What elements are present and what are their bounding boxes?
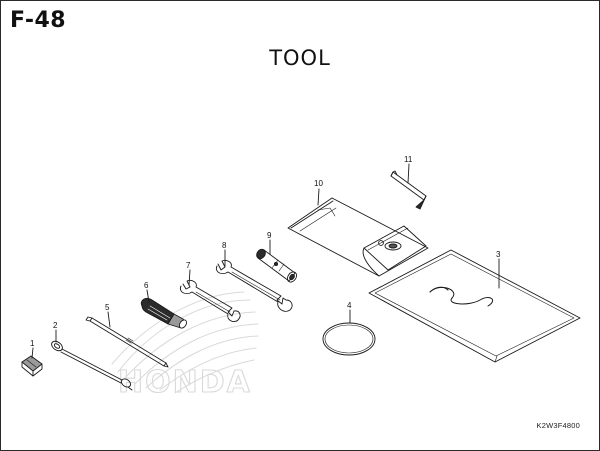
leader-11 [407,163,410,184]
callout-1: 1 [30,339,35,348]
screwdriver-shaft [85,316,169,368]
leader-5 [107,311,111,328]
open-end-wrench-small [179,279,241,323]
callout-7: 7 [186,261,191,270]
callout-2: 2 [53,321,58,330]
wrench-clip [21,355,43,377]
callout-6: 6 [144,281,149,290]
leader-1 [31,347,34,359]
rubber-band [322,322,376,356]
callout-4: 4 [347,301,352,310]
honda-watermark: HONDA [111,291,259,401]
spark-plug-wrench [256,248,297,283]
callout-10: 10 [314,179,323,188]
hex-key [390,170,427,210]
callout-5: 5 [105,303,110,312]
callout-3: 3 [496,250,501,259]
callout-11: 11 [404,155,413,164]
leader-7 [188,269,191,286]
open-end-wrench-large [215,259,293,312]
tool-pouch [287,197,429,277]
page-title: TOOL [269,46,331,70]
callout-9: 9 [267,231,272,240]
watermark-text: HONDA [118,365,252,400]
leader-6 [146,289,150,303]
callout-8: 8 [222,241,227,250]
tool-bag-sheet [368,249,581,363]
leader-10 [317,188,320,206]
screwdriver-grip [140,297,188,329]
pin-spanner [51,340,133,391]
page-code: F-48 [10,8,67,33]
drawing-code: K2W3F4800 [536,421,580,430]
